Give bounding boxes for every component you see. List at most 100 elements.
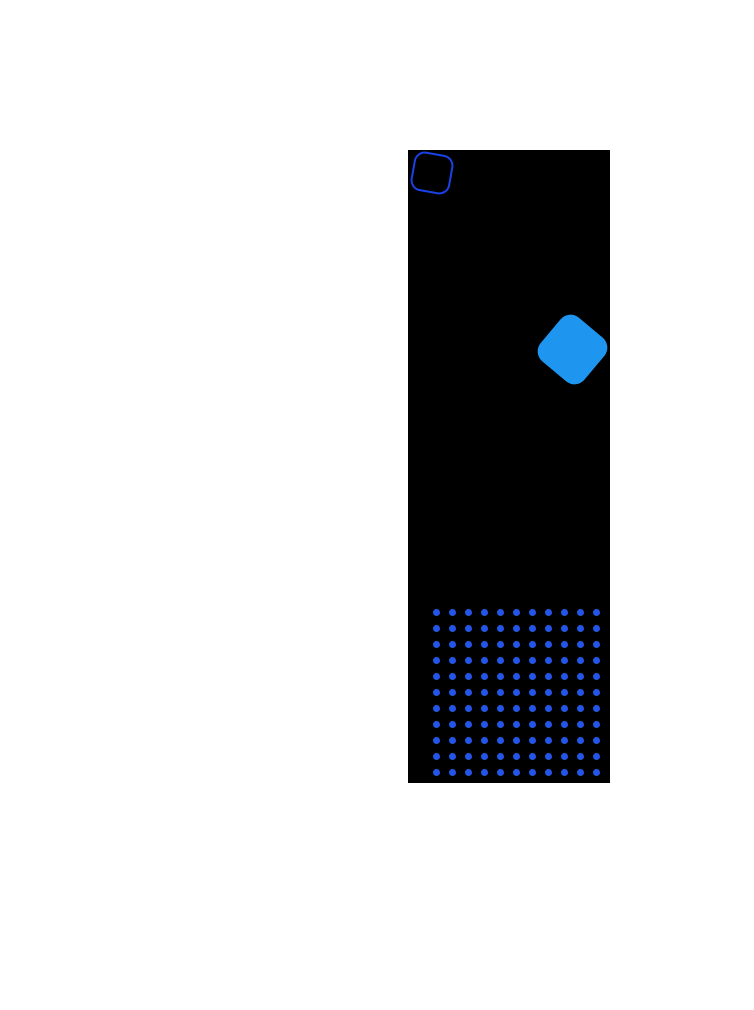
grid-dot <box>577 705 584 712</box>
grid-dot <box>449 689 456 696</box>
grid-dot <box>497 737 504 744</box>
grid-dot <box>529 705 536 712</box>
grid-dot <box>449 657 456 664</box>
grid-dot <box>465 641 472 648</box>
grid-dot <box>497 705 504 712</box>
grid-dot <box>465 609 472 616</box>
grid-dot <box>561 769 568 776</box>
grid-dot <box>481 737 488 744</box>
grid-dot <box>577 689 584 696</box>
grid-dot <box>577 641 584 648</box>
grid-dot <box>545 705 552 712</box>
grid-dot <box>497 721 504 728</box>
grid-dot <box>497 769 504 776</box>
grid-dot <box>545 689 552 696</box>
grid-dot <box>545 753 552 760</box>
grid-dot <box>513 625 520 632</box>
grid-dot <box>593 721 600 728</box>
grid-dot <box>577 769 584 776</box>
grid-dot <box>577 657 584 664</box>
grid-dot <box>433 753 440 760</box>
grid-dot <box>465 737 472 744</box>
grid-dot <box>529 721 536 728</box>
grid-dot <box>561 721 568 728</box>
grid-dot <box>577 625 584 632</box>
grid-dot <box>481 673 488 680</box>
grid-dot <box>513 641 520 648</box>
grid-dot <box>433 705 440 712</box>
grid-dot <box>513 689 520 696</box>
grid-dot <box>449 721 456 728</box>
grid-dot <box>577 609 584 616</box>
grid-dot <box>545 673 552 680</box>
grid-dot <box>561 689 568 696</box>
grid-dot <box>433 673 440 680</box>
grid-dot <box>433 609 440 616</box>
grid-dot <box>449 625 456 632</box>
grid-dot <box>433 641 440 648</box>
grid-dot <box>561 609 568 616</box>
grid-dot <box>497 625 504 632</box>
grid-dot <box>513 769 520 776</box>
grid-dot <box>497 657 504 664</box>
grid-dot <box>497 673 504 680</box>
grid-dot <box>513 721 520 728</box>
grid-dot <box>529 625 536 632</box>
grid-dot <box>593 769 600 776</box>
grid-dot <box>497 641 504 648</box>
dot-grid-decoration <box>433 609 600 776</box>
grid-dot <box>465 721 472 728</box>
hero-panel <box>408 149 613 783</box>
grid-dot <box>545 609 552 616</box>
grid-dot <box>529 753 536 760</box>
grid-dot <box>593 673 600 680</box>
grid-dot <box>545 769 552 776</box>
grid-dot <box>449 609 456 616</box>
grid-dot <box>561 673 568 680</box>
grid-dot <box>449 769 456 776</box>
grid-dot <box>481 753 488 760</box>
grid-dot <box>561 753 568 760</box>
grid-dot <box>593 657 600 664</box>
grid-dot <box>561 641 568 648</box>
grid-dot <box>593 689 600 696</box>
outline-square-decoration <box>408 149 456 197</box>
grid-dot <box>449 753 456 760</box>
grid-dot <box>449 737 456 744</box>
grid-dot <box>481 721 488 728</box>
grid-dot <box>545 721 552 728</box>
grid-dot <box>465 673 472 680</box>
grid-dot <box>513 657 520 664</box>
grid-dot <box>529 609 536 616</box>
grid-dot <box>577 673 584 680</box>
grid-dot <box>561 657 568 664</box>
grid-dot <box>513 705 520 712</box>
grid-dot <box>481 689 488 696</box>
grid-dot <box>465 689 472 696</box>
grid-dot <box>449 673 456 680</box>
grid-dot <box>545 641 552 648</box>
solid-square-decoration <box>532 309 613 390</box>
grid-dot <box>577 753 584 760</box>
grid-dot <box>465 705 472 712</box>
grid-dot <box>529 737 536 744</box>
grid-dot <box>481 705 488 712</box>
grid-dot <box>513 753 520 760</box>
grid-dot <box>529 641 536 648</box>
grid-dot <box>465 753 472 760</box>
grid-dot <box>433 689 440 696</box>
grid-dot <box>497 689 504 696</box>
grid-dot <box>465 657 472 664</box>
grid-dot <box>545 657 552 664</box>
grid-dot <box>513 609 520 616</box>
grid-dot <box>433 625 440 632</box>
grid-dot <box>593 705 600 712</box>
grid-dot <box>513 673 520 680</box>
grid-dot <box>529 689 536 696</box>
grid-dot <box>465 625 472 632</box>
grid-dot <box>513 737 520 744</box>
grid-dot <box>593 609 600 616</box>
grid-dot <box>481 657 488 664</box>
grid-dot <box>593 625 600 632</box>
grid-dot <box>577 721 584 728</box>
